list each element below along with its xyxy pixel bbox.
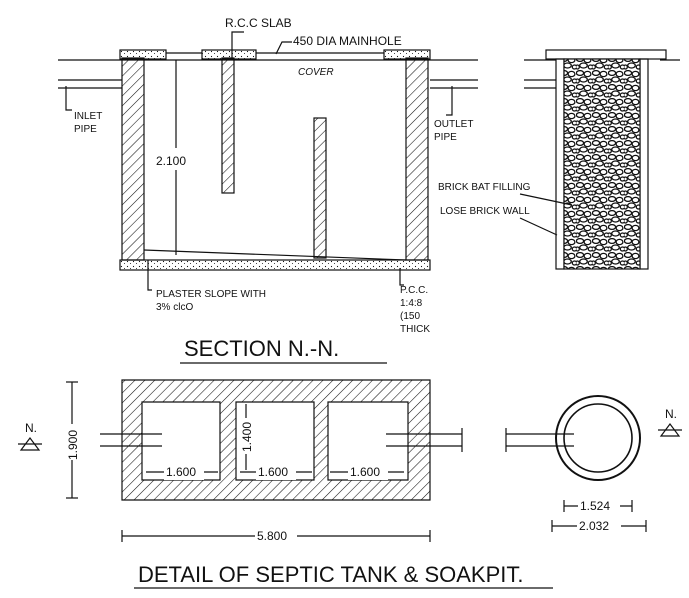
depth-label: 2.100 (156, 154, 186, 168)
chamber-3-label: 1.600 (350, 465, 380, 479)
depth-label-bg (150, 148, 202, 170)
rcc-slab-left (119, 49, 167, 60)
baffle-wall-1 (221, 57, 235, 194)
soak-wall-left (555, 58, 565, 270)
pcc-leader (399, 268, 404, 286)
soak-outer-label: 2.032 (579, 519, 609, 533)
cover-label: COVER (298, 67, 334, 78)
plan-title: DETAIL OF SEPTIC TANK & SOAKPIT. (138, 562, 524, 587)
inlet-label: INLET (74, 111, 102, 122)
right-wall (405, 57, 429, 261)
manhole-label: 450 DIA MAINHOLE (293, 34, 402, 48)
soakpit-section (519, 49, 680, 270)
pcc-base (119, 259, 431, 271)
section-title: SECTION N.-N. (184, 336, 339, 361)
plan-view (18, 379, 682, 542)
rcc-slab-label: R.C.C SLAB (225, 16, 292, 30)
plaster-slope-line (143, 249, 407, 261)
overall-label-bg (255, 528, 297, 544)
pcc-thick-open-label: (150 (400, 311, 420, 322)
outlet-label: OUTLET (434, 119, 473, 130)
septic-tank-plan (121, 379, 431, 501)
left-wall (121, 57, 145, 261)
soak-wall-right (639, 58, 649, 270)
inlet-pipe-label: PIPE (74, 124, 97, 135)
section-mark-left: N. (25, 421, 37, 435)
chamber-2-label: 1.600 (258, 465, 288, 479)
rcc-slab-right (383, 49, 431, 60)
inner-height-label-bg (240, 418, 254, 454)
soak-inner-label-bg (578, 498, 620, 514)
soak-outer-label-bg (577, 518, 621, 534)
rcc-slab-leader (231, 31, 244, 60)
lose-brick-leader (519, 217, 558, 236)
inner-height-label: 1.400 (240, 422, 254, 452)
plaster-slope-label: 3% clcO (156, 302, 193, 313)
chamber-2-label-bg (256, 464, 296, 480)
outlet-pipe-label: PIPE (434, 132, 457, 143)
plaster-leader (147, 260, 152, 291)
height-dim-label: 1.900 (66, 430, 80, 460)
pcc-label: P.C.C. (400, 285, 428, 296)
height-label-bg (62, 424, 82, 460)
inlet-leader (65, 86, 72, 111)
chamber-3-label-bg (348, 464, 388, 480)
soak-top-slab (545, 49, 667, 60)
plaster-label: PLASTER SLOPE WITH (156, 289, 266, 300)
chamber-1-label-bg (164, 464, 204, 480)
brick-bat-leader (519, 193, 573, 206)
pcc-ratio-label: 1:4:8 (400, 298, 423, 309)
baffle-wall-2 (313, 117, 327, 259)
soakpit-outer-ring (555, 395, 641, 481)
soakpit-inner-ring (563, 403, 633, 473)
brick-bat-label: BRICK BAT FILLING (438, 182, 531, 193)
section-mark-right: N. (665, 407, 677, 421)
chamber-1-label: 1.600 (166, 465, 196, 479)
manhole-leader (275, 41, 292, 55)
section-view (58, 31, 478, 291)
soak-inner-label: 1.524 (580, 499, 610, 513)
lose-brick-label: LOSE BRICK WALL (440, 206, 530, 217)
pcc-thick-label: THICK (400, 324, 430, 335)
outlet-leader (446, 86, 453, 116)
brick-bat-filling (563, 58, 641, 270)
overall-dim-label: 5.800 (257, 529, 287, 543)
